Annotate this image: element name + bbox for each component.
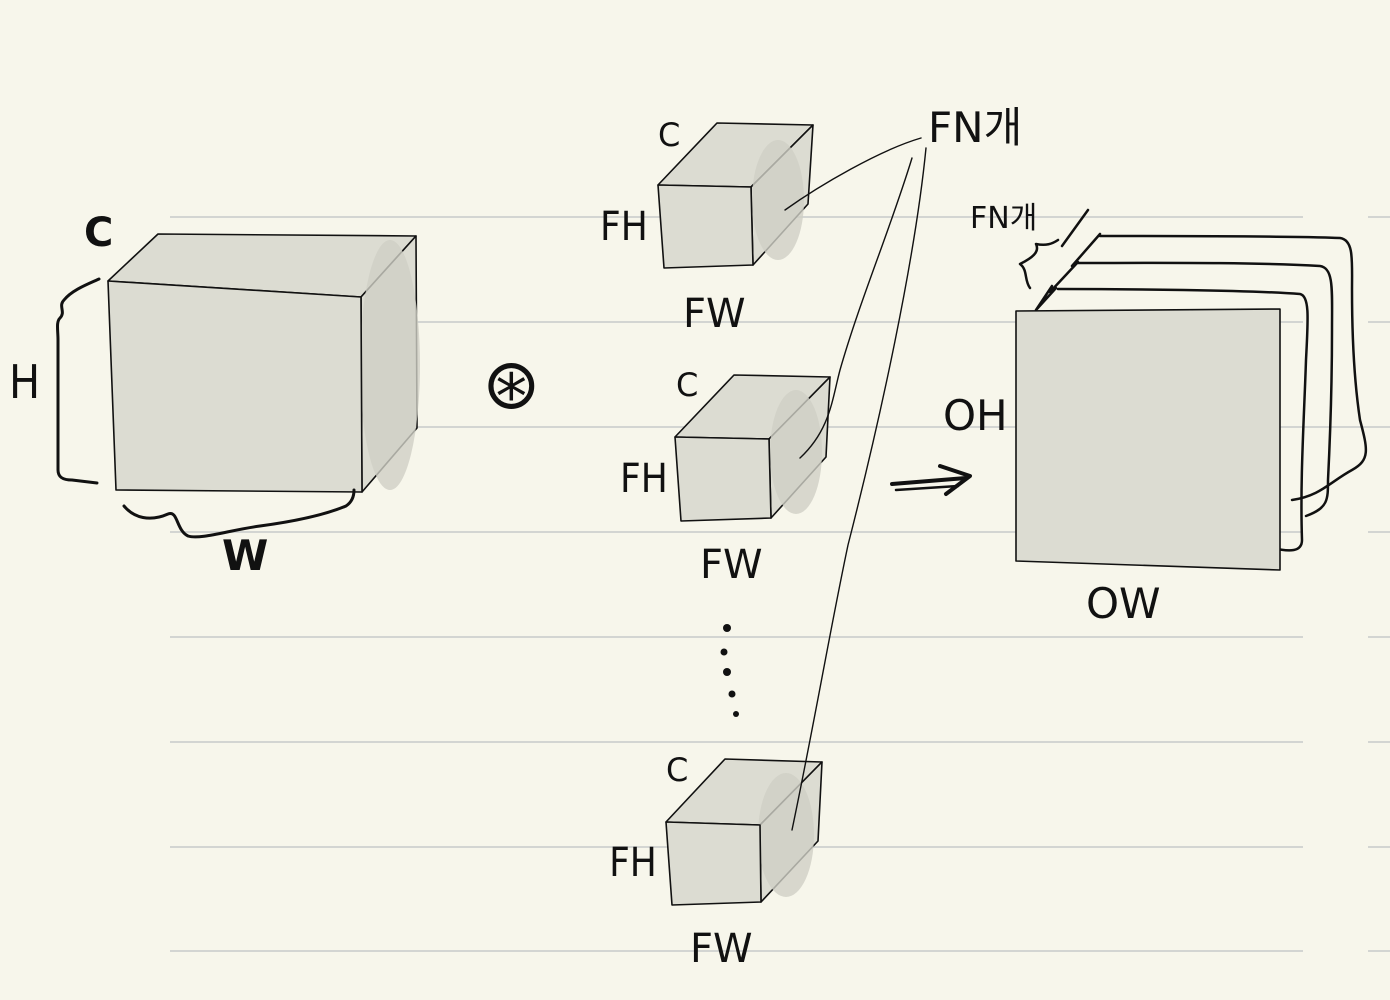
pointer-line-filter-1 xyxy=(784,137,922,211)
filter-3-shading xyxy=(758,773,814,897)
filter-2: C FH FW xyxy=(620,366,831,588)
filter-ellipsis xyxy=(720,624,739,717)
filter-2-front-face xyxy=(674,436,772,522)
filter-2-h-label: FH xyxy=(620,455,668,501)
output-count-label: FN개 xyxy=(970,201,1037,236)
pointer-line-filter-3 xyxy=(791,147,927,831)
filter-3-front-face xyxy=(665,821,762,906)
output-h-label: OH xyxy=(943,391,1008,440)
filter-2-shading xyxy=(770,390,822,514)
output-count-brace xyxy=(1018,238,1060,290)
filter-3-c-label: C xyxy=(666,751,688,789)
output-sheet-2 xyxy=(1056,287,1309,552)
convolution-symbol: ⊛ xyxy=(482,343,541,425)
output-depth-tick xyxy=(1060,208,1090,248)
input-width-brace xyxy=(122,488,356,539)
filter-1-shading xyxy=(752,140,804,260)
filter-1: C FH FW xyxy=(600,116,814,337)
filter-3-h-label: FH xyxy=(609,839,657,885)
filter-2-w-label: FW xyxy=(700,542,763,588)
output-depth-edges xyxy=(1034,232,1102,312)
input-front-face xyxy=(107,280,363,493)
result-arrow xyxy=(890,464,972,496)
input-h-label: H xyxy=(9,356,40,410)
filter-1-front-face xyxy=(657,184,754,269)
convolution-operator: ⊛ xyxy=(482,343,541,425)
filter-1-c-label: C xyxy=(658,116,680,154)
output-feature-maps: FN개 OH OW xyxy=(943,201,1367,628)
input-height-brace xyxy=(56,277,101,485)
input-tensor: C H W xyxy=(9,210,420,580)
pointer-line-filter-2 xyxy=(799,157,913,459)
filter-count-label: FN개 xyxy=(928,103,1022,152)
output-front-sheet xyxy=(1015,308,1281,571)
output-sheet-3 xyxy=(1076,261,1334,518)
input-w-label: W xyxy=(222,531,268,580)
output-w-label: OW xyxy=(1086,579,1161,628)
filter-1-h-label: FH xyxy=(600,203,648,249)
filter-2-c-label: C xyxy=(676,366,698,404)
input-c-label: C xyxy=(84,210,113,256)
filter-3: C FH FW xyxy=(609,751,823,972)
filter-count-annotation: FN개 xyxy=(784,103,1022,831)
filter-1-w-label: FW xyxy=(683,291,746,337)
filter-3-w-label: FW xyxy=(690,926,753,972)
input-shading xyxy=(360,240,420,490)
output-sheet-4 xyxy=(1098,234,1367,502)
